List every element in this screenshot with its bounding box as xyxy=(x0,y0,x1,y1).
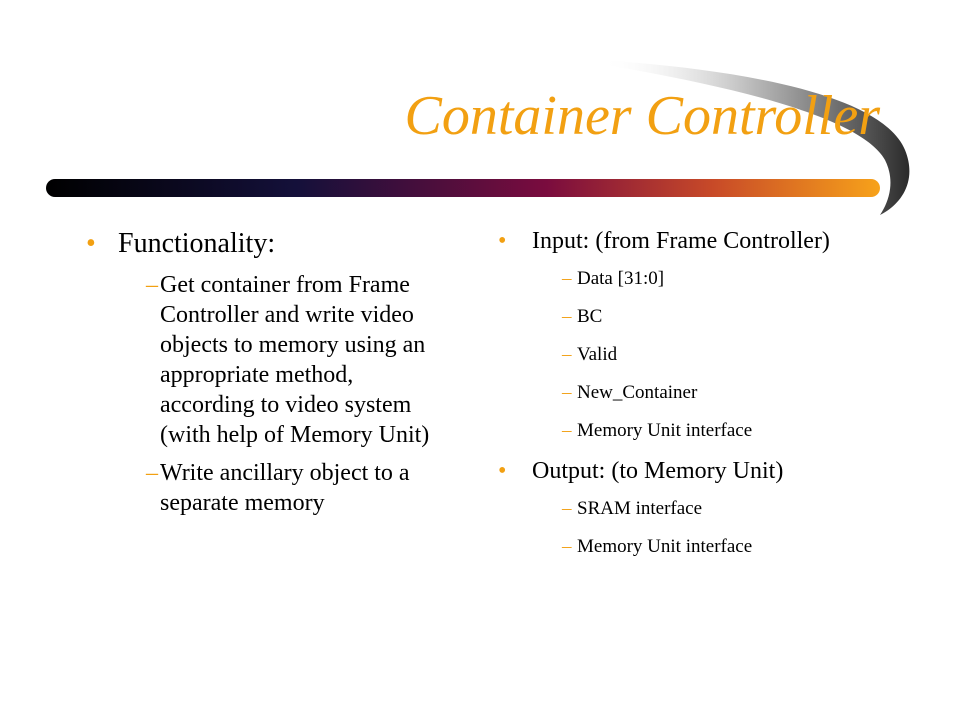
output-label: Output: (to Memory Unit) xyxy=(532,458,784,484)
list-item: – Valid xyxy=(562,342,898,368)
list-item-text: Write ancillary object to a separate mem… xyxy=(160,460,410,516)
list-item: – BC xyxy=(562,304,898,330)
bullet-dot-icon: • xyxy=(498,458,507,484)
right-column: • Input: (from Frame Controller) – Data … xyxy=(498,226,898,572)
input-bullet: • Input: (from Frame Controller) xyxy=(498,226,898,256)
list-item: – SRAM interface xyxy=(562,496,898,522)
title-underline-bar xyxy=(46,179,880,197)
list-item-text: SRAM interface xyxy=(577,498,703,519)
input-label: Input: (from Frame Controller) xyxy=(532,228,830,254)
list-item-text: BC xyxy=(577,306,603,327)
list-item-text: Memory Unit interface xyxy=(577,536,753,557)
dash-icon: – xyxy=(562,536,572,557)
title-swoosh-arc xyxy=(600,60,910,215)
list-item-text: Valid xyxy=(577,344,618,365)
list-item: – Memory Unit interface xyxy=(562,534,898,560)
dash-icon: – xyxy=(562,344,572,365)
dash-icon: – xyxy=(562,382,572,403)
dash-icon: – xyxy=(562,306,572,327)
functionality-subitems: – Get container from Frame Controller an… xyxy=(146,270,446,518)
list-item: – Data [31:0] xyxy=(562,266,898,292)
left-column: • Functionality: – Get container from Fr… xyxy=(86,226,446,526)
bullet-dot-icon: • xyxy=(86,228,96,259)
input-subitems: – Data [31:0] – BC – Valid – New_Contain… xyxy=(562,266,898,444)
list-item: – Write ancillary object to a separate m… xyxy=(146,458,446,518)
list-item-text: Get container from Frame Controller and … xyxy=(160,272,430,448)
list-item: – Get container from Frame Controller an… xyxy=(146,270,446,450)
bullet-dot-icon: • xyxy=(498,228,507,254)
functionality-label: Functionality: xyxy=(118,228,276,259)
dash-icon: – xyxy=(146,460,158,486)
slide-title: Container Controller xyxy=(404,85,880,147)
list-item: – New_Container xyxy=(562,380,898,406)
output-subitems: – SRAM interface – Memory Unit interface xyxy=(562,496,898,560)
dash-icon: – xyxy=(562,268,572,289)
list-item-text: Data [31:0] xyxy=(577,268,665,289)
output-bullet: • Output: (to Memory Unit) xyxy=(498,456,898,486)
dash-icon: – xyxy=(146,272,158,298)
list-item-text: New_Container xyxy=(577,382,698,403)
dash-icon: – xyxy=(562,420,572,441)
dash-icon: – xyxy=(562,498,572,519)
list-item-text: Memory Unit interface xyxy=(577,420,753,441)
list-item: – Memory Unit interface xyxy=(562,418,898,444)
functionality-bullet: • Functionality: xyxy=(86,226,446,262)
